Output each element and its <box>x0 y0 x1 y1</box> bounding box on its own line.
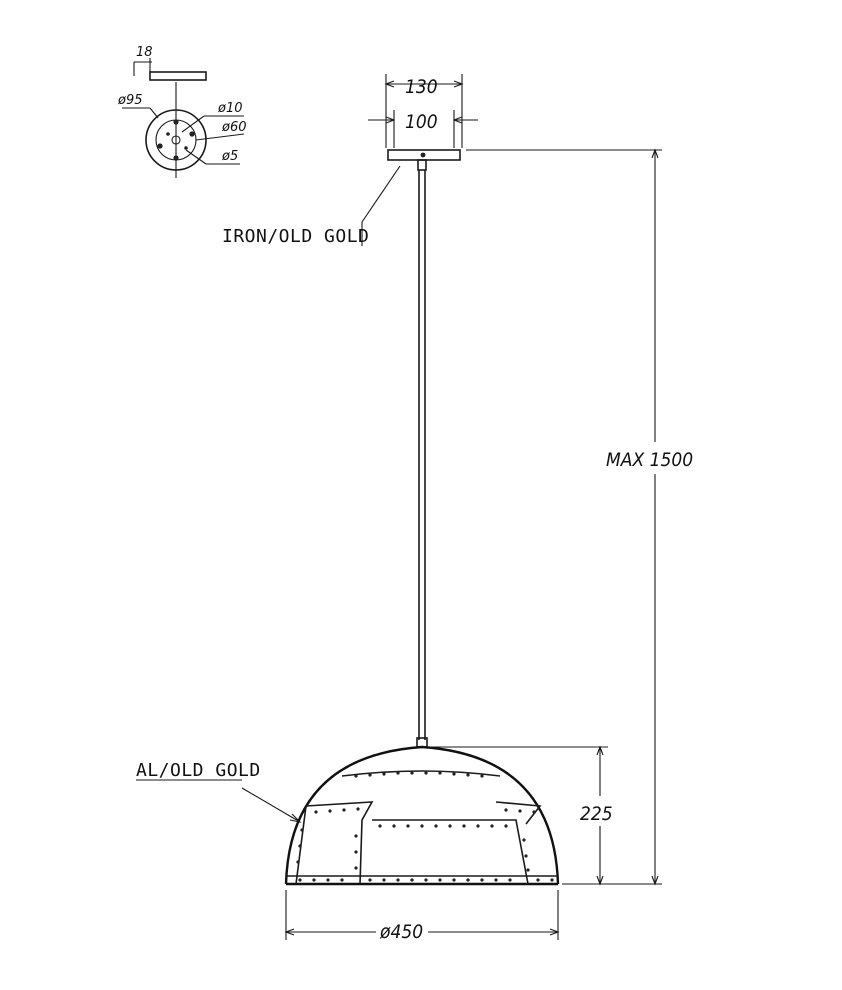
dim-18-label: 18 <box>136 45 153 60</box>
shade-outline <box>284 745 560 885</box>
canopy-dim-130-label: 130 <box>405 76 438 98</box>
rod-top-fitting <box>417 159 427 171</box>
dim-95-label: ø95 <box>117 93 143 108</box>
shade-rivets <box>296 771 554 882</box>
shade-right-panel <box>495 801 542 825</box>
shade-left-panel <box>305 801 374 885</box>
shade-height-dimension: 225 <box>430 745 613 886</box>
suspension-rod <box>416 159 428 748</box>
shade-height-label: 225 <box>580 803 613 825</box>
overall-height-dimension: MAX 1500 <box>466 148 693 886</box>
shade-diameter-label: ø450 <box>379 921 423 943</box>
max-height-label: MAX 1500 <box>606 449 693 471</box>
mounting-plate-detail: 18 ø95 ø10 ø60 ø5 <box>117 45 247 178</box>
plate-side-profile <box>149 71 207 81</box>
canopy-material-label: IRON/OLD GOLD <box>222 226 369 247</box>
plate-center-hole <box>171 135 181 145</box>
shade-material-label: AL/OLD GOLD <box>136 760 261 781</box>
shade-center-panel <box>372 819 529 885</box>
dim-10-label: ø10 <box>217 101 243 116</box>
shade-diameter-dimension: ø450 <box>284 890 560 943</box>
canopy: 130 100 IRON/OLD GOLD <box>222 74 478 247</box>
plate-outer-circle <box>145 109 207 171</box>
canopy-dim-100-label: 100 <box>405 111 438 133</box>
dim-5-label: ø5 <box>221 149 238 164</box>
dim-60-label: ø60 <box>221 120 247 135</box>
dome-shade: AL/OLD GOLD <box>136 745 560 886</box>
